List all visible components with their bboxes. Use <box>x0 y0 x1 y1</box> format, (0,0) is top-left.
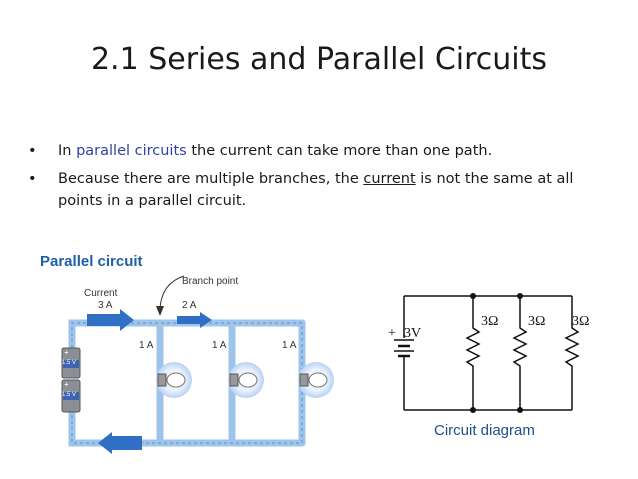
bulb-current-3: 1 A <box>282 340 297 351</box>
node-dot <box>470 293 476 299</box>
current-value: 3 A <box>98 300 113 311</box>
battery-plus-top: + <box>64 348 69 357</box>
bulb-current-2: 1 A <box>212 340 227 351</box>
figure-title: Parallel circuit <box>40 253 143 270</box>
battery-voltage-bottom: 1.5 V <box>62 392 77 398</box>
bullet-highlight: parallel circuits <box>76 143 187 159</box>
bulb-current-1: 1 A <box>139 340 154 351</box>
source-sign: + <box>388 326 396 341</box>
resistor-label-3: 3Ω <box>572 314 590 329</box>
circuit-illustration <box>61 275 580 454</box>
bullet-text-pre: In <box>58 143 77 159</box>
arrow-return <box>98 432 142 454</box>
slide-title: 2.1 Series and Parallel Circuits <box>90 42 548 77</box>
schematic <box>394 295 580 411</box>
bullet-text-post: is not the same at all points in a paral… <box>58 171 574 209</box>
bullet-underline: current <box>363 171 416 187</box>
resistor-label-2: 3Ω <box>528 314 546 329</box>
circuit-diagram-caption: Circuit diagram <box>434 422 535 439</box>
bullet-dot: • <box>28 171 37 187</box>
branch-point-label: Branch point <box>182 276 239 287</box>
node-dot <box>517 407 523 413</box>
node-dot <box>517 293 523 299</box>
arrow-current-main <box>87 309 134 331</box>
bullet-item: • Because there are multiple branches, t… <box>28 168 618 212</box>
bulb-3 <box>298 362 334 398</box>
battery-plus-bottom: + <box>64 380 69 389</box>
current-label: Current <box>84 288 118 299</box>
bulb-1 <box>156 362 192 398</box>
arrow-current-branch <box>177 312 212 328</box>
bulb-2 <box>228 362 264 398</box>
bullet-list: • In parallel circuits the current can t… <box>28 140 618 218</box>
resistor-label-1: 3Ω <box>481 314 499 329</box>
source-voltage: 3V <box>404 326 422 341</box>
circuit-figure: Parallel circuit Branch point Current 3 … <box>32 248 595 466</box>
bullet-text-pre: Because there are multiple branches, the <box>58 171 364 187</box>
bullet-dot: • <box>28 143 37 159</box>
arrow-branch-point <box>159 275 185 309</box>
battery-voltage-top: 1.5 V <box>62 360 77 366</box>
node-dot <box>470 407 476 413</box>
bullet-text-post: the current can take more than one path. <box>186 143 493 159</box>
bullet-item: • In parallel circuits the current can t… <box>28 140 618 162</box>
branch-current: 2 A <box>182 300 197 311</box>
